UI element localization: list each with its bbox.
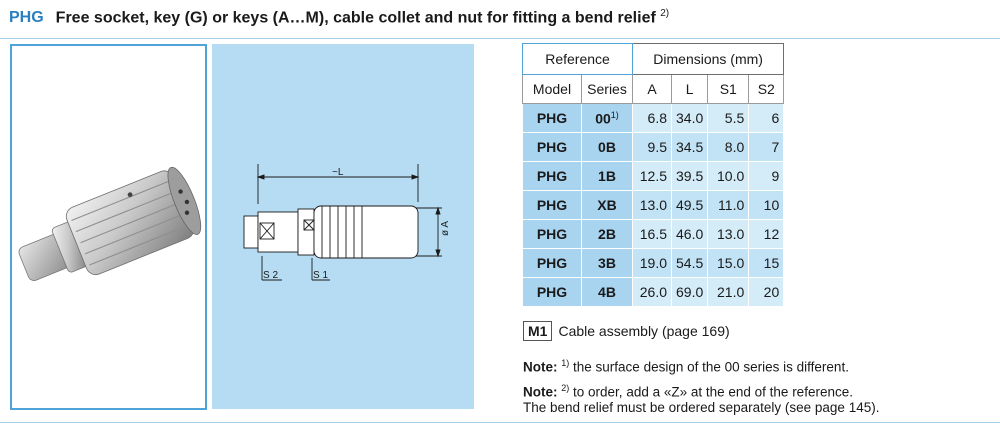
- cell-L: 34.0: [670, 103, 709, 133]
- cell-model: PHG: [522, 103, 582, 133]
- cell-L: 34.5: [670, 132, 709, 162]
- cell-L: 49.5: [670, 190, 709, 220]
- cell-S2: 9: [748, 161, 785, 191]
- col-S2: S2: [748, 74, 785, 104]
- cell-S1: 21.0: [707, 277, 750, 307]
- cell-series: XB: [581, 190, 633, 220]
- cell-S2: 7: [748, 132, 785, 162]
- note-1: Note: 1) the surface design of the 00 se…: [523, 356, 849, 375]
- cell-S2: 12: [748, 219, 785, 249]
- cell-model: PHG: [522, 219, 582, 249]
- note-sup: 1): [561, 358, 570, 368]
- product-code: PHG: [9, 9, 44, 27]
- dimensions-table: Reference Dimensions (mm) Model Series A…: [522, 43, 785, 307]
- table-row: PHG 0B 9.5 34.5 8.0 7: [522, 132, 785, 162]
- note-text: to order, add a «Z» at the end of the re…: [569, 384, 853, 400]
- note-label: Note:: [523, 359, 558, 375]
- top-divider: [0, 38, 1000, 39]
- note-2: Note: 2) to order, add a «Z» at the end …: [523, 381, 879, 415]
- label-A: ø A: [440, 221, 451, 236]
- cell-model: PHG: [522, 248, 582, 278]
- cell-A: 13.0: [632, 190, 672, 220]
- cell-series: 4B: [581, 277, 633, 307]
- col-series: Series: [581, 74, 633, 104]
- cell-model: PHG: [522, 132, 582, 162]
- note-text-line2: The bend relief must be ordered separate…: [523, 399, 880, 415]
- col-model: Model: [522, 74, 582, 104]
- cell-A: 12.5: [632, 161, 672, 191]
- cell-model: PHG: [522, 190, 582, 220]
- m1-text: Cable assembly (page 169): [558, 323, 730, 339]
- note-sup: 2): [561, 383, 570, 393]
- technical-drawing-panel: ~L ø A S 2 S 1: [212, 44, 474, 409]
- table-row: PHG XB 13.0 49.5 11.0 10: [522, 190, 785, 220]
- cell-series: 001): [581, 103, 633, 133]
- cell-L: 39.5: [670, 161, 709, 191]
- table-row: PHG 2B 16.5 46.0 13.0 12: [522, 219, 785, 249]
- cell-S1: 11.0: [707, 190, 750, 220]
- cell-S2: 15: [748, 248, 785, 278]
- cell-L: 46.0: [670, 219, 709, 249]
- cell-S1: 10.0: [707, 161, 750, 191]
- cell-S1: 13.0: [707, 219, 750, 249]
- table-column-header: Model Series A L S1 S2: [522, 74, 785, 104]
- col-A: A: [632, 74, 672, 104]
- label-L: ~L: [332, 167, 344, 178]
- cell-model: PHG: [522, 161, 582, 191]
- cell-series: 0B: [581, 132, 633, 162]
- cable-assembly-reference: M1 Cable assembly (page 169): [523, 321, 730, 341]
- note-text: the surface design of the 00 series is d…: [569, 359, 849, 375]
- product-title: Free socket, key (G) or keys (A…M), cabl…: [55, 9, 656, 27]
- cell-L: 54.5: [670, 248, 709, 278]
- cell-series: 1B: [581, 161, 633, 191]
- cell-S1: 15.0: [707, 248, 750, 278]
- table-group-header: Reference Dimensions (mm): [522, 43, 785, 75]
- cell-A: 19.0: [632, 248, 672, 278]
- cell-S2: 10: [748, 190, 785, 220]
- cell-S2: 20: [748, 277, 785, 307]
- dimension-drawing: ~L ø A S 2 S 1: [243, 164, 451, 281]
- cell-A: 16.5: [632, 219, 672, 249]
- note-label: Note:: [523, 384, 558, 400]
- bottom-divider: [0, 422, 1000, 423]
- cell-A: 6.8: [632, 103, 672, 133]
- cell-model: PHG: [522, 277, 582, 307]
- page-heading: PHG Free socket, key (G) or keys (A…M), c…: [9, 8, 669, 27]
- cell-A: 26.0: [632, 277, 672, 307]
- label-S1: S 1: [313, 270, 328, 281]
- cell-series: 2B: [581, 219, 633, 249]
- table-row: PHG 1B 12.5 39.5 10.0 9: [522, 161, 785, 191]
- title-footnote-ref: 2): [660, 8, 670, 19]
- cell-S2: 6: [748, 103, 785, 133]
- cell-series: 3B: [581, 248, 633, 278]
- label-S2: S 2: [263, 270, 278, 281]
- table-row: PHG 4B 26.0 69.0 21.0 20: [522, 277, 785, 307]
- col-L: L: [670, 74, 709, 104]
- cell-L: 69.0: [670, 277, 709, 307]
- cell-S1: 5.5: [707, 103, 750, 133]
- table-row: PHG 001) 6.8 34.0 5.5 6: [522, 103, 785, 133]
- col-S1: S1: [707, 74, 750, 104]
- group-reference: Reference: [522, 43, 633, 75]
- cell-A: 9.5: [632, 132, 672, 162]
- group-dimensions: Dimensions (mm): [631, 43, 785, 75]
- cell-S1: 8.0: [707, 132, 750, 162]
- table-row: PHG 3B 19.0 54.5 15.0 15: [522, 248, 785, 278]
- product-photo-panel: [10, 44, 207, 410]
- m1-badge: M1: [523, 321, 553, 341]
- connector-photo: [18, 166, 202, 281]
